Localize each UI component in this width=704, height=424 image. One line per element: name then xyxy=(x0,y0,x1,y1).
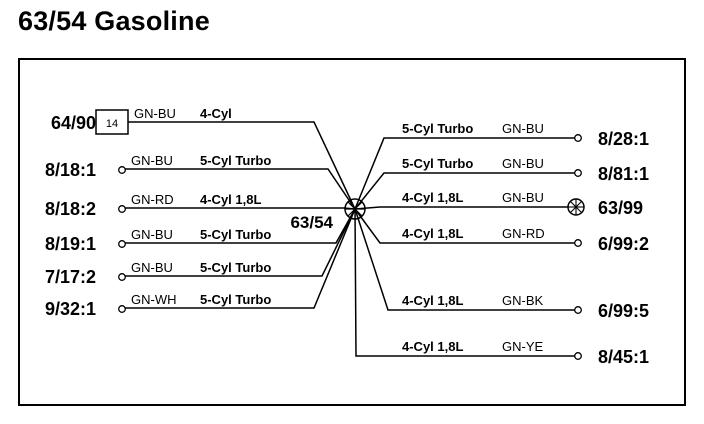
connector-label: 8/81:1 xyxy=(598,164,649,184)
connector-label: 8/19:1 xyxy=(45,234,96,254)
terminal-circle xyxy=(118,273,126,281)
connector-label: 6/99:5 xyxy=(598,301,649,321)
wire-path xyxy=(125,207,356,210)
wire-path xyxy=(354,172,575,210)
wire-left: GN-WH 5-Cyl Turbo 9/32:1 xyxy=(45,208,356,319)
terminal-circle xyxy=(118,240,126,248)
wire-variant-label: 4-Cyl 1,8L xyxy=(402,293,463,308)
terminal-circle xyxy=(118,166,126,174)
wire-variant-label: 4-Cyl xyxy=(200,106,232,121)
wire-path xyxy=(125,208,356,309)
wire-right: 4-Cyl 1,8L GN-YE 8/45:1 xyxy=(354,208,649,367)
wire-variant-label: 4-Cyl 1,8L xyxy=(402,190,463,205)
terminal-circle xyxy=(574,239,582,247)
wire-color-code: GN-BK xyxy=(502,293,544,308)
wire-variant-label: 4-Cyl 1,8L xyxy=(402,226,463,241)
ground-terminal-spoke xyxy=(569,200,583,214)
wire-path xyxy=(125,208,356,277)
wire-path xyxy=(354,208,575,244)
wire-path xyxy=(354,206,568,210)
wire-color-code: GN-RD xyxy=(502,226,545,241)
wire-variant-label: 5-Cyl Turbo xyxy=(402,121,473,136)
wire-variant-label: 5-Cyl Turbo xyxy=(402,156,473,171)
wire-variant-label: 5-Cyl Turbo xyxy=(200,292,271,307)
wire-path xyxy=(354,208,575,357)
terminal-circle xyxy=(574,306,582,314)
connector-label: 6/99:2 xyxy=(598,234,649,254)
splice-hub: 63/54 xyxy=(290,198,366,232)
wire-right: 4-Cyl 1,8L GN-BK 6/99:5 xyxy=(354,208,649,321)
connector-label: 63/99 xyxy=(598,198,643,218)
wire-color-code: GN-YE xyxy=(502,339,544,354)
wire-variant-label: 4-Cyl 1,8L xyxy=(402,339,463,354)
connector-label: 8/18:2 xyxy=(45,199,96,219)
wire-left: GN-RD 4-Cyl 1,8L 8/18:2 xyxy=(45,192,356,219)
connector-label: 8/18:1 xyxy=(45,160,96,180)
diagram-frame xyxy=(18,58,686,406)
wire-variant-label: 5-Cyl Turbo xyxy=(200,153,271,168)
connector-label: 7/17:2 xyxy=(45,267,96,287)
terminal-circle xyxy=(574,169,582,177)
connector-label: 64/90 xyxy=(51,113,96,133)
terminal-circle xyxy=(118,205,126,213)
terminal-circle xyxy=(118,305,126,313)
wire-color-code: GN-BU xyxy=(502,190,544,205)
splice-hub-label: 63/54 xyxy=(290,213,333,232)
wire-path xyxy=(354,208,575,311)
terminal-circle xyxy=(574,352,582,360)
wire-right: 4-Cyl 1,8L GN-BU 63/99 xyxy=(354,190,643,218)
wire-left: GN-BU 5-Cyl Turbo 8/18:1 xyxy=(45,153,356,210)
wire-color-code: GN-BU xyxy=(502,121,544,136)
wire-path xyxy=(125,168,356,210)
wire-variant-label: 4-Cyl 1,8L xyxy=(200,192,261,207)
wire-color-code: GN-BU xyxy=(131,153,173,168)
wire-color-code: GN-RD xyxy=(131,192,174,207)
wire-left: GN-BU 5-Cyl Turbo 8/19:1 xyxy=(45,208,356,254)
connector-label: 8/28:1 xyxy=(598,129,649,149)
connector-label: 8/45:1 xyxy=(598,347,649,367)
wire-path xyxy=(128,121,356,210)
wire-color-code: GN-BU xyxy=(131,260,173,275)
wire-right: 4-Cyl 1,8L GN-RD 6/99:2 xyxy=(354,208,649,254)
wire-left: GN-BU 5-Cyl Turbo 7/17:2 xyxy=(45,208,356,287)
wire-color-code: GN-BU xyxy=(131,227,173,242)
connector-pin-number: 14 xyxy=(106,118,118,130)
terminal-circle xyxy=(574,134,582,142)
wire-color-code: GN-WH xyxy=(131,292,177,307)
wire-path xyxy=(354,137,575,210)
wire-variant-label: 5-Cyl Turbo xyxy=(200,227,271,242)
connector-label: 9/32:1 xyxy=(45,299,96,319)
wire-color-code: GN-BU xyxy=(502,156,544,171)
wire-variant-label: 5-Cyl Turbo xyxy=(200,260,271,275)
diagram-title: 63/54 Gasoline xyxy=(18,6,210,36)
wire-color-code: GN-BU xyxy=(134,106,176,121)
